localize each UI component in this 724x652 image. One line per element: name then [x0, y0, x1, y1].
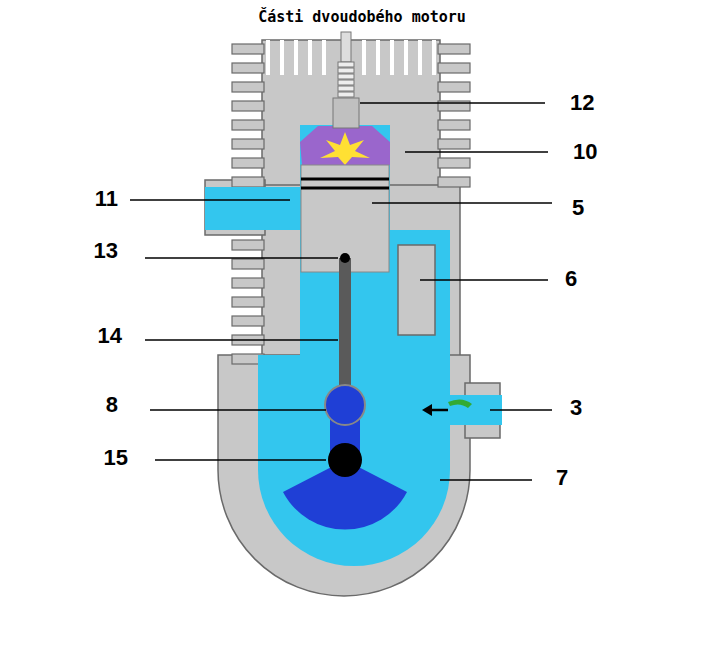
- callout-number: 10: [573, 141, 597, 163]
- leader-line: [360, 102, 545, 103]
- exhaust-port: [205, 187, 302, 230]
- callout-number: 6: [565, 268, 577, 290]
- cooling-fin: [438, 63, 470, 73]
- plug-rib: [338, 80, 354, 85]
- cooling-fin: [232, 316, 264, 326]
- callout-number: 13: [94, 240, 118, 262]
- cooling-fin: [438, 139, 470, 149]
- head-fin-gap: [280, 40, 284, 75]
- leader-line: [440, 479, 532, 480]
- cooling-fin: [438, 44, 470, 54]
- cooling-fin: [438, 158, 470, 168]
- piston-ring: [301, 178, 389, 181]
- callout-number: 14: [98, 325, 122, 347]
- cooling-fin: [232, 177, 264, 187]
- callout-number: 12: [570, 92, 594, 114]
- crank-pin: [325, 385, 365, 425]
- plug-rib: [338, 92, 354, 97]
- cooling-fin: [232, 158, 264, 168]
- head-fin-gap: [390, 40, 394, 75]
- callout-number: 5: [572, 197, 584, 219]
- cooling-fin: [438, 120, 470, 130]
- head-fin-gap: [322, 40, 326, 75]
- piston: [301, 165, 389, 272]
- cooling-fin: [232, 120, 264, 130]
- callout-number: 15: [104, 447, 128, 469]
- head-fin-gap: [308, 40, 312, 75]
- transfer-port-wall: [398, 245, 435, 335]
- cooling-fin: [232, 297, 264, 307]
- leader-line: [490, 409, 552, 410]
- piston-ring: [301, 187, 389, 190]
- cooling-fin: [232, 101, 264, 111]
- cooling-fin: [232, 240, 264, 250]
- piston-pin: [340, 253, 350, 263]
- callout-number: 7: [556, 467, 568, 489]
- leader-line: [145, 257, 338, 258]
- leader-line: [150, 409, 326, 410]
- plug-rib: [338, 74, 354, 79]
- plug-body: [333, 98, 359, 128]
- cooling-fin: [232, 63, 264, 73]
- crankshaft: [328, 443, 362, 477]
- cooling-fin: [438, 177, 470, 187]
- flow-arrow-head: [422, 404, 432, 416]
- crankcase: [218, 355, 470, 596]
- head-fin-gap: [362, 40, 366, 75]
- flow-arrow: [430, 409, 448, 412]
- combustion-chamber: [300, 126, 390, 165]
- leader-line: [372, 202, 552, 203]
- head-fin-gap: [294, 40, 298, 75]
- spark-plug: [333, 32, 359, 128]
- reed-valve: [448, 399, 472, 408]
- transfer-channel: [388, 230, 450, 365]
- leader-line: [145, 339, 338, 340]
- leader-line: [405, 151, 548, 152]
- spark: [320, 132, 370, 165]
- plug-terminal: [341, 32, 351, 62]
- head-fin-gap: [266, 40, 270, 75]
- head-fin-gap: [404, 40, 408, 75]
- cooling-fin: [232, 278, 264, 288]
- plug-insulator-ribs: [338, 62, 354, 97]
- callout-number: 11: [95, 188, 118, 210]
- plug-rib: [338, 86, 354, 91]
- plug-rib: [338, 62, 354, 67]
- cooling-fin: [232, 44, 264, 54]
- cooling-fin: [232, 82, 264, 92]
- head-fin-gap: [432, 40, 436, 75]
- callout-number: 3: [570, 397, 582, 419]
- head-fin-gap: [376, 40, 380, 75]
- gas-channels: [205, 125, 502, 566]
- engine-housing: [205, 40, 500, 596]
- head-fin-gap: [418, 40, 422, 75]
- plug-rib: [338, 68, 354, 73]
- callout-number: 8: [106, 394, 118, 416]
- cooling-fin: [232, 139, 264, 149]
- leader-line: [130, 199, 290, 200]
- leader-line: [155, 459, 326, 460]
- leader-lines: [130, 103, 552, 480]
- diagram-title: Části dvoudobého motoru: [258, 8, 466, 26]
- cooling-fin: [438, 82, 470, 92]
- cooling-fin: [232, 259, 264, 269]
- leader-line: [420, 279, 548, 280]
